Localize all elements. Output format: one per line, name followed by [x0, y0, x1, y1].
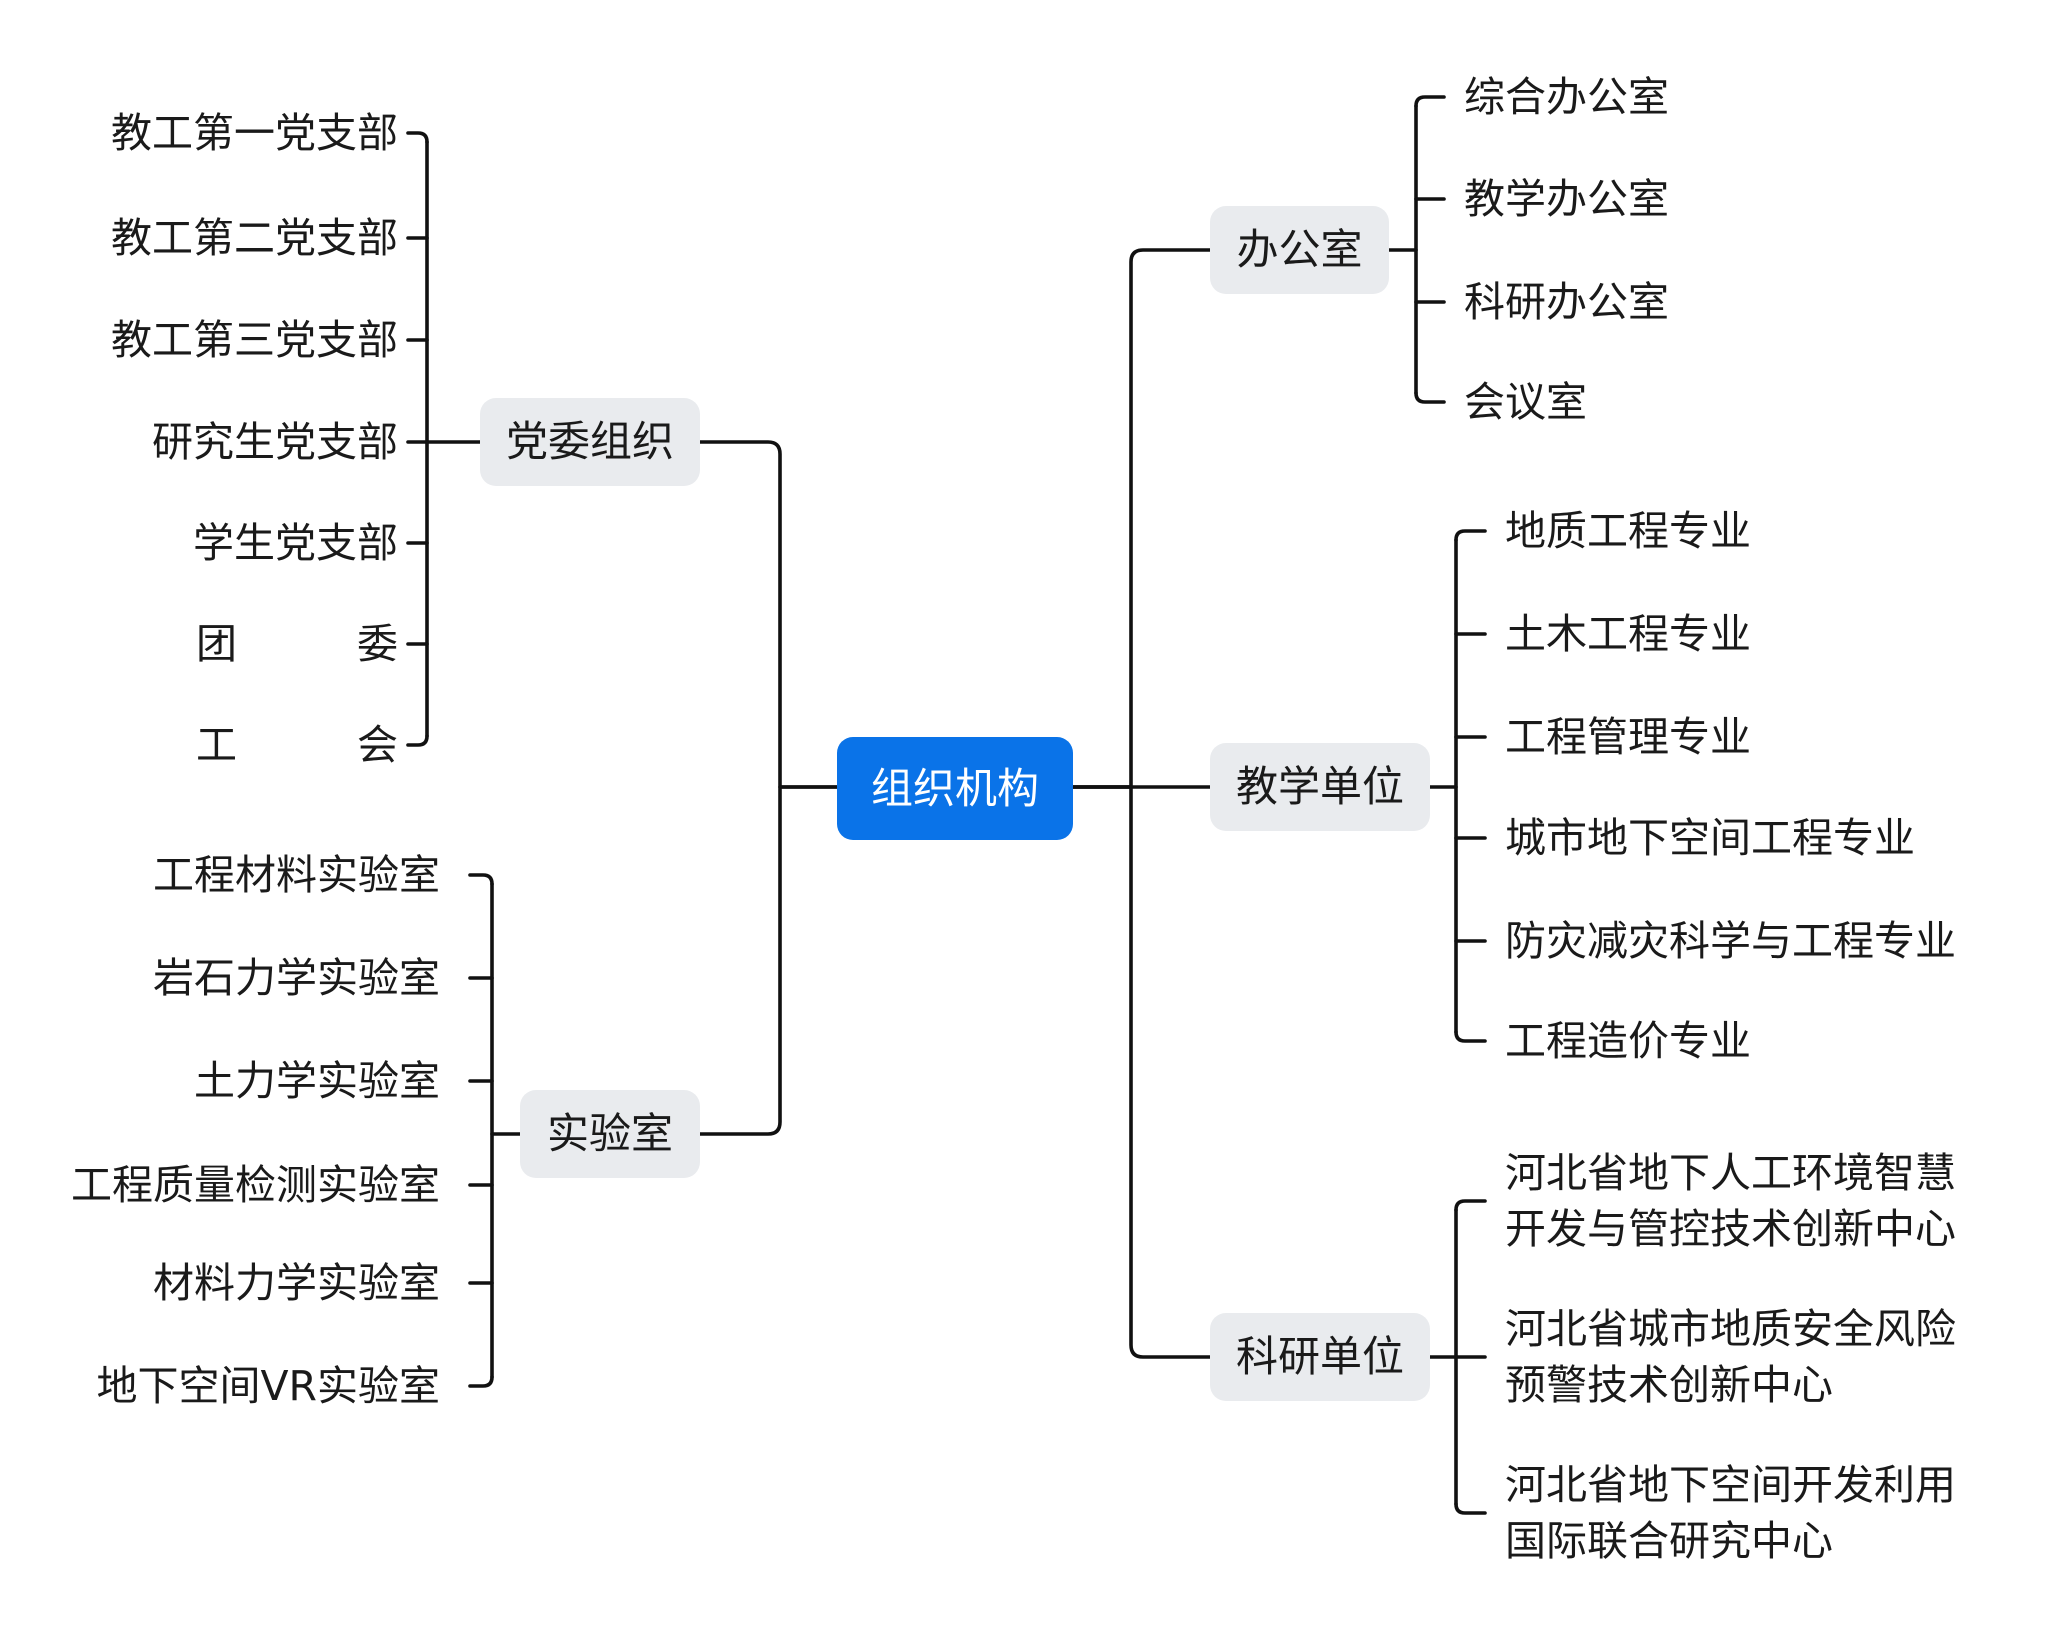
connector-root-office [1071, 248, 1212, 789]
connector-teaching-bottom-cap [1454, 1030, 1487, 1043]
teaching-leaf[interactable]: 地质工程专业 [1505, 507, 1751, 555]
branch-party-organization[interactable]: 党委组织 [480, 398, 700, 486]
party-leaf[interactable]: 教工第一党支部 [111, 109, 398, 157]
party-leaf[interactable]: 学生党支部 [193, 519, 398, 567]
party-leaf[interactable]: 教工第三党支部 [111, 316, 398, 364]
connector-office-top-cap [1414, 95, 1446, 108]
office-leaf[interactable]: 综合办公室 [1464, 73, 1669, 121]
connector-root-lab [698, 785, 839, 1136]
party-leaf-char: 工 [196, 721, 237, 769]
party-leaf[interactable]: 教工第二党支部 [111, 214, 398, 262]
teaching-leaf[interactable]: 工程造价专业 [1505, 1017, 1751, 1065]
research-leaf-line: 河北省地下人工环境智慧 [1505, 1149, 1956, 1197]
teaching-leaf[interactable]: 工程管理专业 [1505, 713, 1751, 761]
connector-teaching-top-cap [1454, 529, 1487, 542]
party-leaf-char: 委 [357, 620, 398, 668]
connector-root-research [1071, 785, 1212, 1359]
branch-office[interactable]: 办公室 [1210, 206, 1389, 294]
lab-leaf[interactable]: 地下空间VR实验室 [96, 1362, 440, 1410]
teaching-leaf[interactable]: 防灾减灾科学与工程专业 [1505, 917, 1956, 965]
research-leaf-line: 河北省地下空间开发利用 [1505, 1461, 1956, 1509]
connector-root-party [698, 440, 839, 789]
party-leaf-trade-union[interactable]: 工 会 [196, 719, 398, 771]
party-leaf-char: 团 [196, 620, 237, 668]
research-leaf-line: 开发与管控技术创新中心 [1505, 1205, 1956, 1253]
research-leaf[interactable]: 河北省地下人工环境智慧 开发与管控技术创新中心 [1505, 1145, 1956, 1257]
connector-office-bottom-cap [1414, 391, 1446, 404]
research-leaf-line: 国际联合研究中心 [1505, 1517, 1833, 1565]
office-leaf[interactable]: 会议室 [1464, 378, 1587, 426]
office-leaf[interactable]: 科研办公室 [1464, 278, 1669, 326]
research-leaf-line: 河北省城市地质安全风险 [1505, 1305, 1956, 1353]
lab-leaf[interactable]: 土力学实验室 [194, 1057, 440, 1105]
research-leaf-line: 预警技术创新中心 [1505, 1361, 1833, 1409]
research-leaf[interactable]: 河北省城市地质安全风险 预警技术创新中心 [1505, 1301, 1956, 1413]
party-leaf-char: 会 [357, 721, 398, 769]
party-leaf-youth-league[interactable]: 团 委 [196, 618, 398, 670]
lab-leaf[interactable]: 工程材料实验室 [153, 851, 440, 899]
teaching-leaf[interactable]: 城市地下空间工程专业 [1505, 814, 1915, 862]
lab-leaf[interactable]: 岩石力学实验室 [153, 954, 440, 1002]
teaching-leaf[interactable]: 土木工程专业 [1505, 610, 1751, 658]
connector-lab-top-cap [468, 873, 494, 886]
branch-research-units[interactable]: 科研单位 [1210, 1313, 1430, 1401]
branch-laboratory[interactable]: 实验室 [520, 1090, 700, 1178]
research-leaf[interactable]: 河北省地下空间开发利用 国际联合研究中心 [1505, 1457, 1956, 1569]
connector-research-top-cap [1454, 1199, 1487, 1212]
connector-party-top-cap [406, 131, 429, 144]
root-node[interactable]: 组织机构 [837, 737, 1073, 840]
connector-lab-bottom-cap [468, 1375, 494, 1388]
party-leaf[interactable]: 研究生党支部 [152, 418, 398, 466]
lab-leaf[interactable]: 材料力学实验室 [153, 1259, 440, 1307]
branch-teaching-units[interactable]: 教学单位 [1210, 743, 1430, 831]
lab-leaf[interactable]: 工程质量检测实验室 [71, 1161, 440, 1209]
office-leaf[interactable]: 教学办公室 [1464, 175, 1669, 223]
connector-research-bottom-cap [1454, 1502, 1487, 1515]
connector-party-bottom-cap [406, 734, 429, 747]
